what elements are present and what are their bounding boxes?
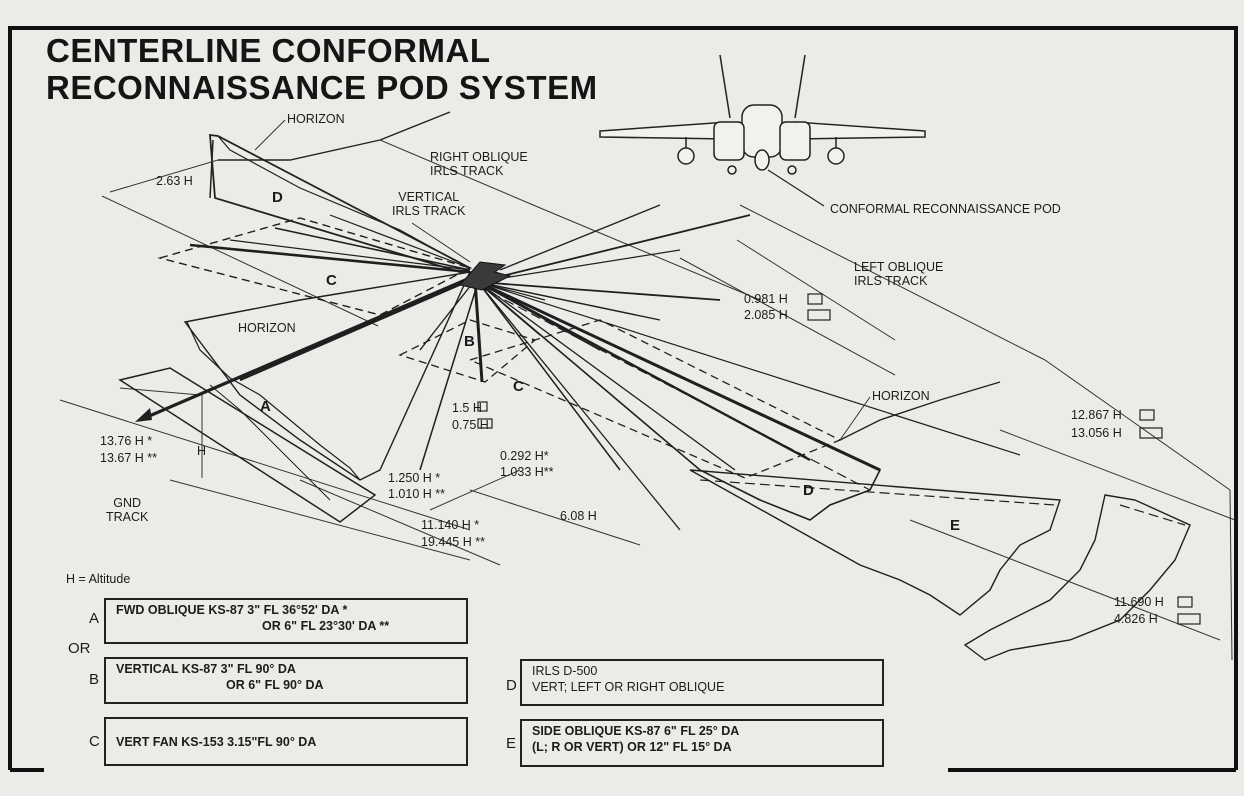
ground-track-label: GND TRACK [106,496,148,524]
dim-1-5h: 1.5 H [452,401,482,415]
dim-1-250h: 1.250 H * [388,471,441,485]
dim-13-67h: 13.67 H ** [100,451,157,465]
horizon-label-left: HORIZON [238,321,296,335]
aircraft-plan-view-icon [459,204,661,291]
dim-19-445h: 19.445 H ** [421,535,485,549]
zone-e-side-oblique [477,281,1191,661]
conformal-pod-label: CONFORMAL RECONNAISSANCE POD [830,202,1061,216]
frame-border [8,26,1238,772]
dim-0-75h: 0.75 H [452,418,489,432]
lens-indicator-icons [477,293,1201,625]
dim-11-690h: 11.690 H [1114,595,1164,609]
legend-box-a: FWD OBLIQUE KS-87 3" FL 36°52' DA * OR 6… [104,598,468,644]
legend-b-line-2: OR 6" FL 90° DA [226,678,324,692]
dim-0-292h: 0.292 H* [500,449,549,463]
zone-d-lower-strip [477,280,882,521]
dim-12-867h: 12.867 H [1071,408,1122,422]
legend-letter-d: D [506,677,517,694]
zone-label-b: B [464,333,475,350]
legend-box-d: IRLS D-500 VERT; LEFT OR RIGHT OBLIQUE [520,659,884,706]
legend-a-line-2: OR 6" FL 23°30' DA ** [262,619,390,633]
dim-13-056h: 13.056 H [1071,426,1122,440]
altitude-h-label: H [197,444,207,458]
zone-label-d-upper: D [272,189,283,206]
legend-letter-a: A [89,610,100,627]
left-oblique-line-1: LEFT OBLIQUE [854,260,944,274]
legend-a-line-1: FWD OBLIQUE KS-87 3" FL 36°52' DA * [116,603,348,617]
dim-1-010h: 1.010 H ** [388,487,445,501]
horizon-lines [218,111,1001,441]
vertical-irls-line-2: IRLS TRACK [392,204,466,218]
aircraft-front-view-icon [599,54,926,207]
zone-c-fan-lower [419,214,842,531]
dim-13-76h: 13.76 H * [100,434,153,448]
right-oblique-label: RIGHT OBLIQUE IRLS TRACK [430,150,528,178]
left-oblique-label: LEFT OBLIQUE IRLS TRACK [854,260,943,288]
horizon-label-right: HORIZON [872,389,930,403]
title-line-1: CENTERLINE CONFORMAL [46,32,491,69]
zone-a-forward-oblique [118,271,476,523]
zone-c-fan-upper [157,214,472,316]
dim-6-08h: 6.08 H [560,509,597,523]
legend-box-e: SIDE OBLIQUE KS-87 6" FL 25° DA (L; R OR… [520,719,884,767]
legend-letter-c: C [89,733,100,750]
ground-track-line-1: GND [113,496,142,510]
legend-letter-b: B [89,671,100,688]
legend-box-b: VERTICAL KS-87 3" FL 90° DA OR 6" FL 90°… [104,657,468,704]
legend-box-c: VERT FAN KS-153 3.15"FL 90° DA [104,717,468,766]
legend-letter-e: E [506,735,517,752]
title-line-2: RECONNAISSANCE POD SYSTEM [46,69,598,106]
vertical-irls-line-1: VERTICAL [398,190,460,204]
zone-label-e: E [950,517,961,534]
legend-or: OR [68,640,91,657]
legend-d-line-2: VERT; LEFT OR RIGHT OBLIQUE [532,680,725,694]
zone-label-a: A [260,398,271,415]
vertical-irls-label: VERTICAL IRLS TRACK [392,190,465,218]
zone-label-c-lower: C [513,378,524,395]
dim-2-085h: 2.085 H [744,308,788,322]
legend-b-line-1: VERTICAL KS-87 3" FL 90° DA [116,662,296,676]
dim-2-63h: 2.63 H [156,174,193,188]
horizon-leader-lines [254,119,871,441]
dim-4-826h: 4.826 H [1114,612,1158,626]
legend-c-line-1: VERT FAN KS-153 3.15"FL 90° DA [116,735,317,749]
diagram-title: CENTERLINE CONFORMAL RECONNAISSANCE POD … [46,32,598,106]
legend-e-line-2: (L; R OR VERT) OR 12" FL 15° DA [532,740,732,754]
zone-label-c-upper: C [326,272,337,289]
dimension-lines [59,139,1236,661]
legend-d-line-1: IRLS D-500 [532,664,598,678]
ground-track-line-2: TRACK [106,510,149,524]
right-oblique-line-2: IRLS TRACK [430,164,504,178]
right-oblique-line-1: RIGHT OBLIQUE [430,150,528,164]
dim-11-140h: 11.140 H * [421,518,480,532]
horizon-label-top: HORIZON [287,112,345,126]
legend-e-line-1: SIDE OBLIQUE KS-87 6" FL 25° DA [532,724,740,738]
zone-label-d-lower: D [803,482,814,499]
altitude-note: H = Altitude [66,572,131,586]
left-oblique-line-2: IRLS TRACK [854,274,928,288]
dim-1-033h: 1.033 H** [500,465,554,479]
dim-0-981h: 0.981 H [744,292,788,306]
